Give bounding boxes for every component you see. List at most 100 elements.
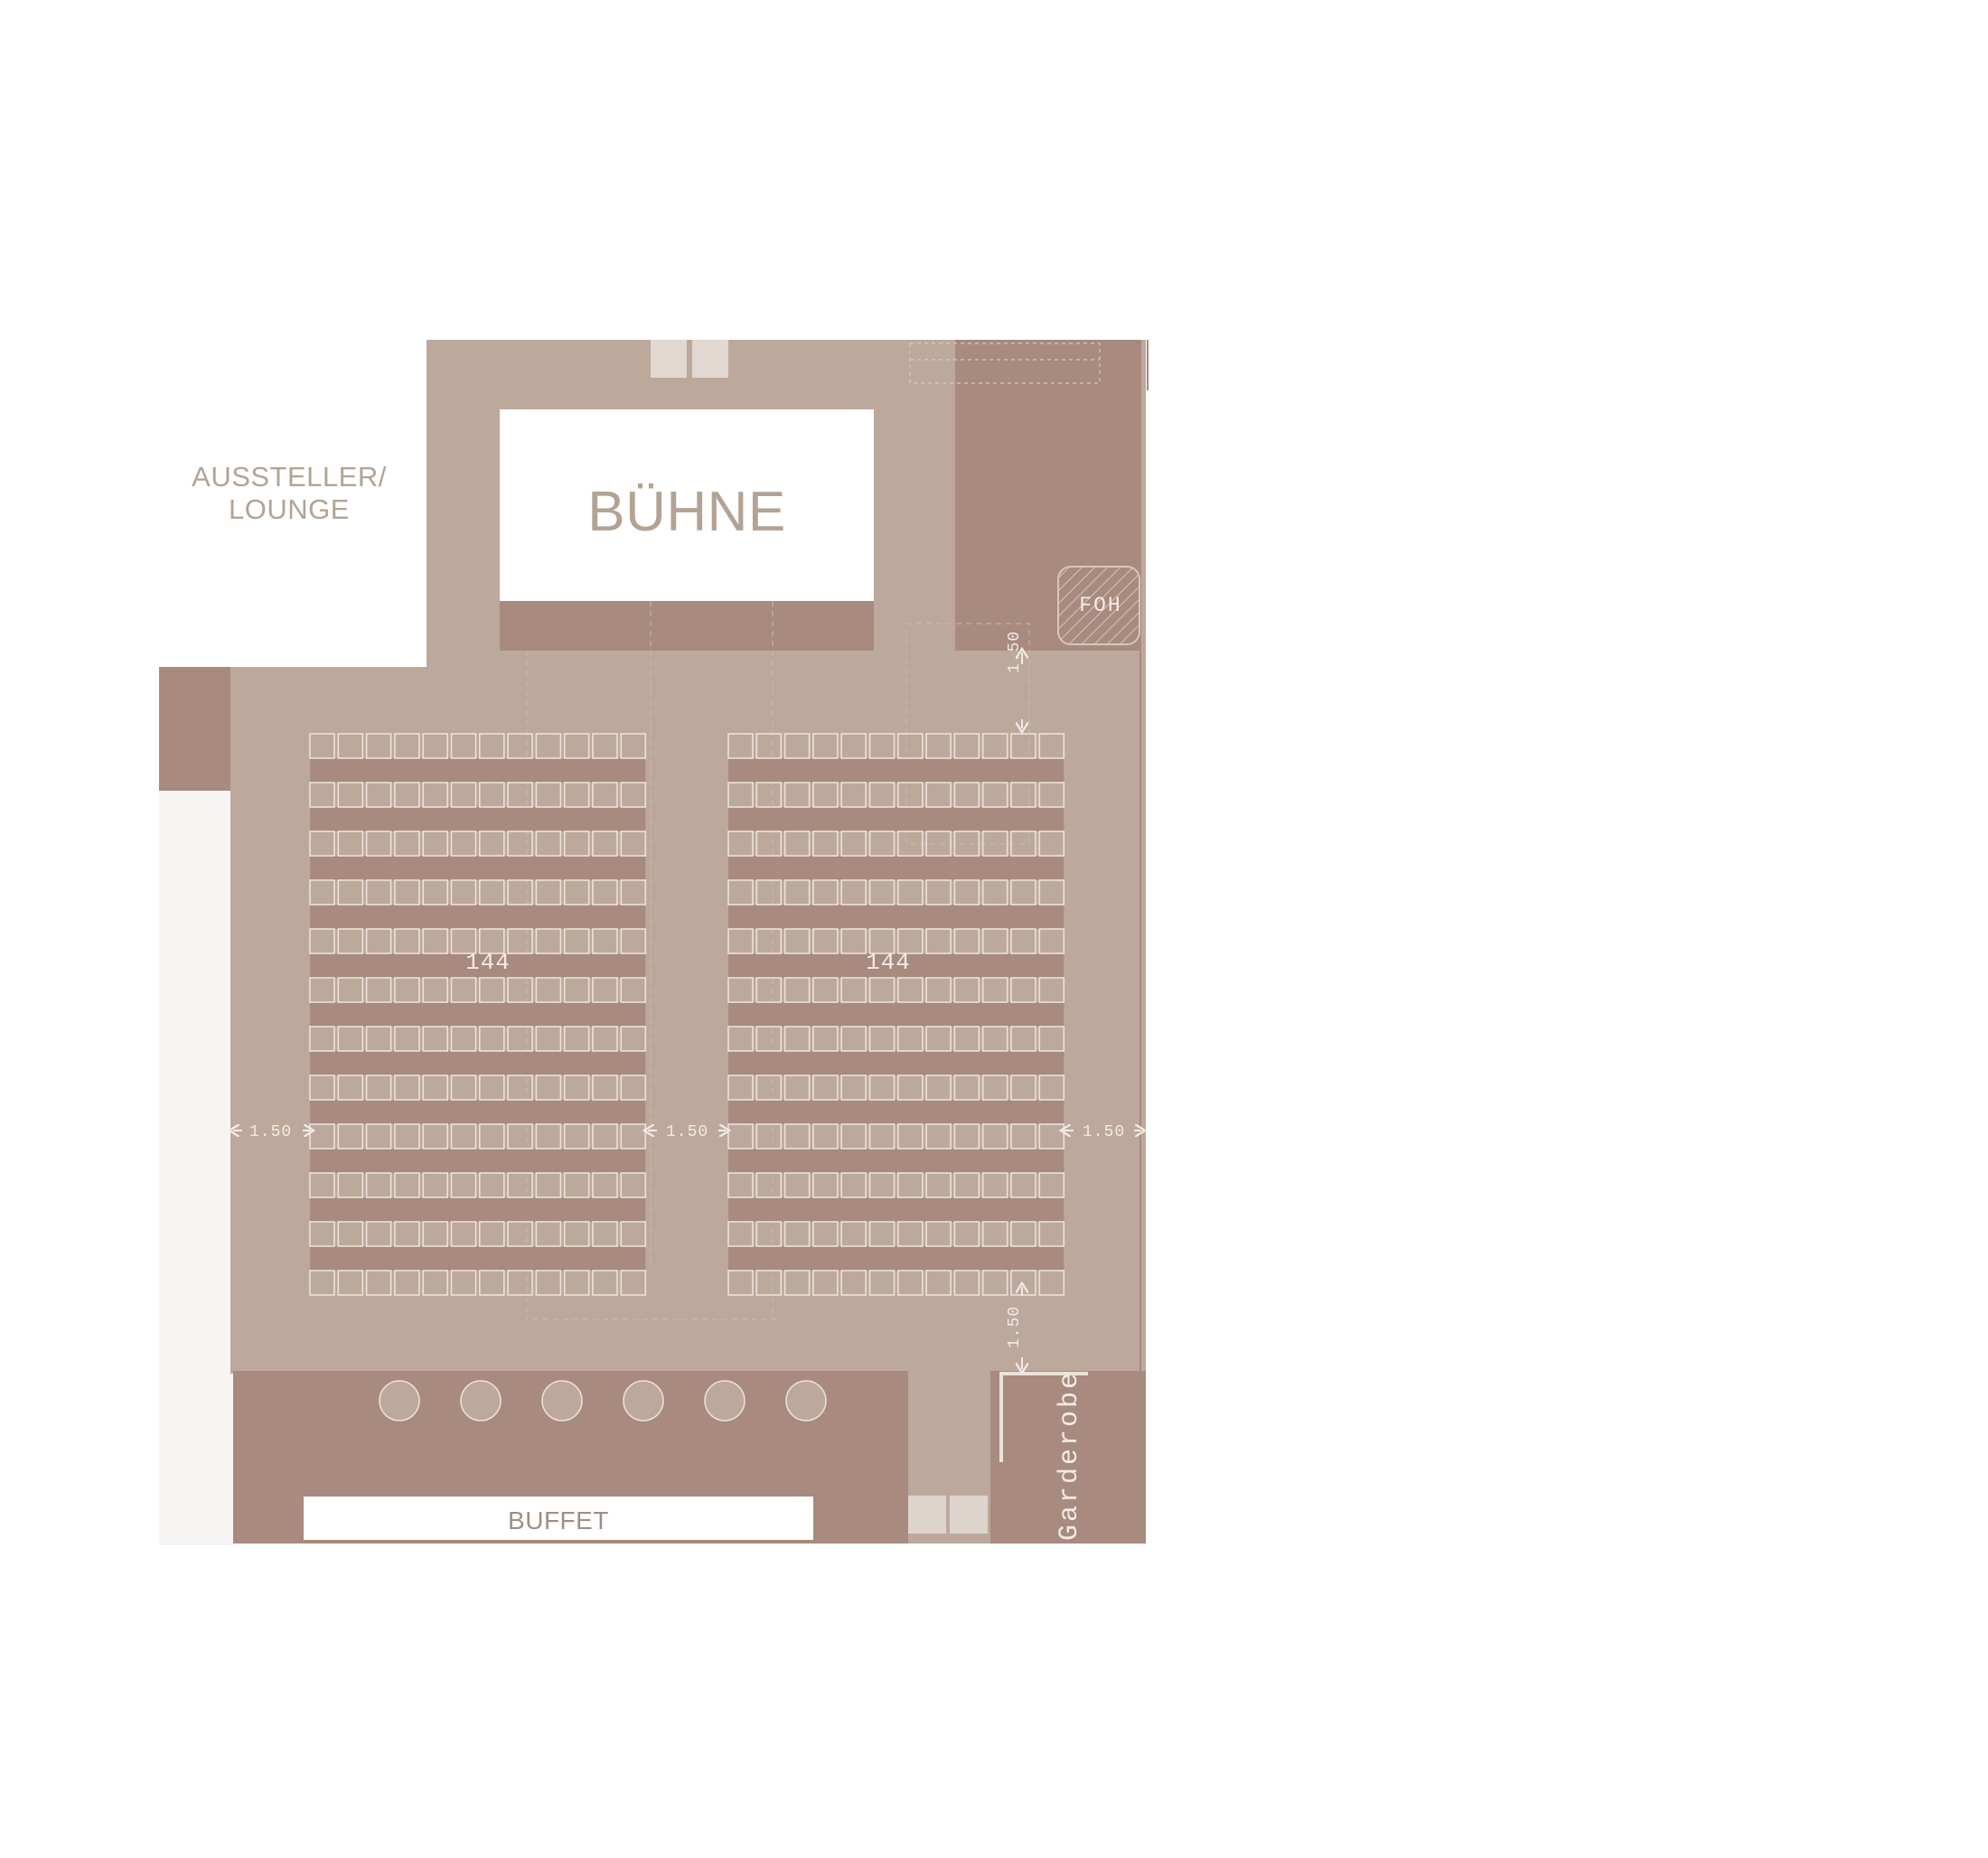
- seat: [563, 1026, 590, 1052]
- seat: [896, 1270, 924, 1296]
- seat: [812, 782, 839, 808]
- seat: [868, 1221, 896, 1247]
- seat: [755, 1270, 783, 1296]
- seat: [1038, 1074, 1065, 1101]
- stage: [500, 409, 874, 601]
- seat: [507, 1074, 533, 1101]
- stage-front: [500, 601, 874, 651]
- buffet-label: BUFFET: [508, 1506, 609, 1534]
- seat: [507, 1123, 533, 1150]
- seat: [365, 1026, 392, 1052]
- seat: [840, 733, 867, 759]
- seat: [422, 1123, 449, 1150]
- seat: [812, 1074, 839, 1101]
- seat: [755, 1026, 783, 1052]
- seat: [620, 977, 647, 1003]
- seat: [309, 1172, 335, 1198]
- door-bottom-right: [950, 1496, 988, 1534]
- seat: [981, 830, 1008, 857]
- seat: [337, 733, 364, 759]
- seat: [727, 733, 754, 759]
- seat: [1010, 977, 1036, 1003]
- dimension-aisle-middle: 1.50: [666, 1123, 709, 1141]
- seat: [812, 1172, 839, 1198]
- row-band-left: [310, 905, 646, 929]
- seat: [925, 1172, 952, 1198]
- seat: [953, 1270, 980, 1296]
- seat: [337, 1026, 364, 1052]
- seat: [1038, 1270, 1065, 1296]
- seat: [422, 1172, 449, 1198]
- seat: [450, 733, 477, 759]
- seat: [727, 830, 754, 857]
- seat: [394, 1172, 420, 1198]
- seat: [812, 1221, 839, 1247]
- seat: [422, 1270, 449, 1296]
- seat: [812, 1270, 839, 1296]
- seat: [620, 830, 647, 857]
- seat: [365, 1074, 392, 1101]
- seat: [592, 1221, 618, 1247]
- row-band-right: [728, 1197, 1064, 1222]
- seat: [620, 733, 647, 759]
- bar-table: [623, 1380, 664, 1422]
- row-band-left: [310, 1002, 646, 1027]
- seat: [592, 879, 618, 906]
- dimension-clearance-bottom: 1.50: [1006, 1305, 1024, 1348]
- seat: [783, 1074, 811, 1101]
- seat: [812, 879, 839, 906]
- seat: [309, 1270, 335, 1296]
- seat: [422, 733, 449, 759]
- seat: [478, 782, 505, 808]
- seat: [450, 1026, 477, 1052]
- row-band-right: [728, 758, 1064, 783]
- seat: [478, 733, 505, 759]
- seat: [868, 733, 896, 759]
- seat: [309, 733, 335, 759]
- dimension-aisle-right: 1.50: [1083, 1123, 1126, 1141]
- seat: [422, 830, 449, 857]
- seat: [981, 977, 1008, 1003]
- seat: [981, 1221, 1008, 1247]
- seat: [337, 1172, 364, 1198]
- cloakroom: [990, 1371, 1146, 1544]
- seat: [868, 1172, 896, 1198]
- seat: [563, 1074, 590, 1101]
- seat: [727, 1172, 754, 1198]
- seat: [1038, 1221, 1065, 1247]
- seat: [896, 830, 924, 857]
- seat: [783, 1123, 811, 1150]
- seat: [1010, 879, 1036, 906]
- seat: [535, 977, 562, 1003]
- right-wall: [1139, 340, 1149, 1544]
- seat: [478, 1074, 505, 1101]
- seat: [422, 1221, 449, 1247]
- seat: [337, 928, 364, 954]
- seat: [592, 1074, 618, 1101]
- seat: [592, 977, 618, 1003]
- seat: [450, 879, 477, 906]
- seat: [840, 977, 867, 1003]
- row-band-right: [728, 1149, 1064, 1173]
- seat: [1010, 782, 1036, 808]
- row-band-left: [310, 1197, 646, 1222]
- seat: [394, 782, 420, 808]
- seat: [365, 1221, 392, 1247]
- seat: [365, 733, 392, 759]
- seat: [925, 1270, 952, 1296]
- cloakroom-label: Garderobe: [1055, 1369, 1085, 1541]
- foh-label: FOH: [1079, 594, 1122, 617]
- seat: [620, 879, 647, 906]
- seat: [840, 1172, 867, 1198]
- seat: [868, 1270, 896, 1296]
- seat: [868, 782, 896, 808]
- seat: [1010, 1123, 1036, 1150]
- seat: [422, 879, 449, 906]
- seat: [365, 928, 392, 954]
- seat: [592, 1172, 618, 1198]
- row-band-right: [728, 807, 1064, 831]
- seat: [365, 782, 392, 808]
- seat: [981, 782, 1008, 808]
- seat: [535, 830, 562, 857]
- seat: [868, 977, 896, 1003]
